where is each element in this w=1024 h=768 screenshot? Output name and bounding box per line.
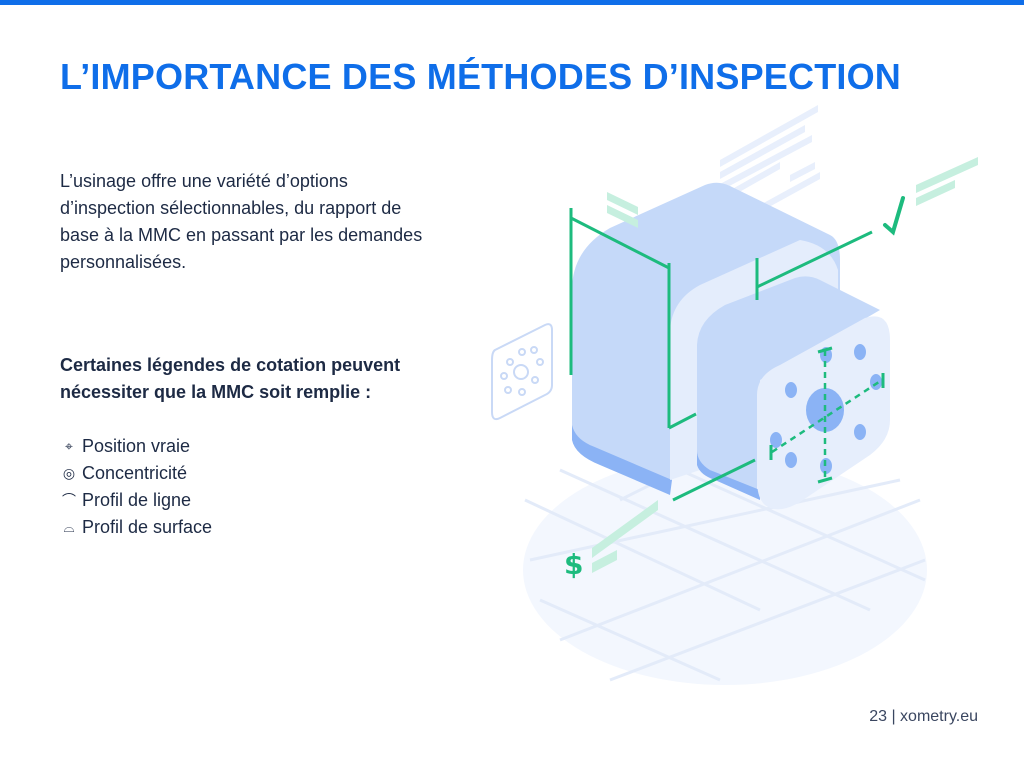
dollar-icon: $ bbox=[564, 548, 583, 581]
list-item: ◎ Concentricité bbox=[60, 460, 212, 487]
line-profile-icon: ⌒ bbox=[62, 492, 76, 508]
list-item-label: Profil de ligne bbox=[82, 490, 192, 510]
list-item: ⌓ Profil de surface bbox=[60, 514, 212, 541]
label-bars bbox=[592, 157, 978, 573]
list-item-label: Profil de surface bbox=[82, 517, 213, 537]
list-item-label: Concentricité bbox=[82, 463, 188, 483]
list-item: ⌖ Position vraie bbox=[60, 433, 212, 460]
intro-paragraph: L’usinage offre une variété d’options d’… bbox=[60, 171, 423, 272]
drawing-card bbox=[491, 323, 553, 421]
list-item: ⌒ Profil de ligne bbox=[60, 487, 212, 514]
top-accent-bar bbox=[0, 0, 1024, 5]
position-icon: ⌖ bbox=[65, 438, 73, 454]
dimension-lines bbox=[569, 208, 885, 502]
checkmark-icon bbox=[883, 196, 905, 236]
surface-profile-icon: ⌓ bbox=[63, 519, 75, 535]
list-item-label: Position vraie bbox=[82, 436, 191, 456]
concentricity-icon: ◎ bbox=[62, 465, 76, 481]
machined-part-illustration: $ bbox=[491, 105, 978, 685]
tolerance-list: ⌖ Position vraie ◎ Concentricité ⌒ Profil d… bbox=[60, 433, 212, 541]
grid-floor bbox=[523, 455, 927, 685]
holes bbox=[770, 344, 882, 474]
slide-title: L’IMPORTANCE DES MÉTHODES D’INSPECTION bbox=[60, 56, 901, 97]
lead-paragraph: Certaines légendes de cotation peuvent n… bbox=[60, 355, 401, 402]
page-footer: 23 | xometry.eu bbox=[869, 708, 978, 725]
